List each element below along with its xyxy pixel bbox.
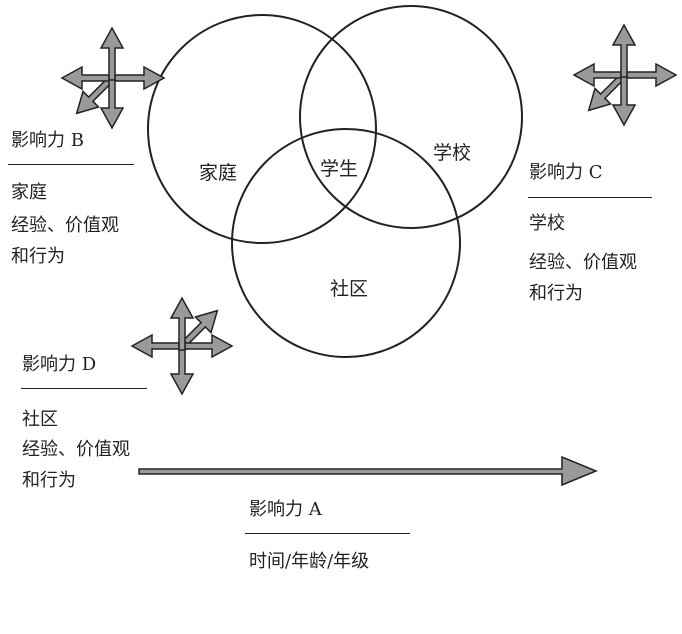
influence-c-rule bbox=[528, 197, 652, 198]
influence-a-rule bbox=[245, 533, 410, 534]
venn-label-family: 家庭 bbox=[199, 162, 238, 184]
influence-c-line-2: 经验、价值观 bbox=[529, 252, 637, 273]
influence-c-title: 影响力 C bbox=[529, 162, 603, 183]
influence-a-caption: 时间/年龄/年级 bbox=[249, 551, 370, 572]
influence-b-line-1: 家庭 bbox=[11, 182, 47, 203]
influence-d-title: 影响力 D bbox=[22, 354, 97, 375]
influence-d-rule bbox=[21, 388, 147, 389]
influence-d-arrows-icon bbox=[131, 297, 233, 395]
influence-c-line-3: 和行为 bbox=[529, 283, 583, 304]
influence-b-title: 影响力 B bbox=[11, 130, 84, 151]
influence-c-arrows-icon bbox=[573, 24, 677, 126]
school-circle bbox=[299, 5, 523, 229]
community-circle bbox=[231, 128, 461, 358]
influence-d-line-1: 社区 bbox=[22, 409, 58, 430]
venn-label-school: 学校 bbox=[433, 142, 472, 164]
venn-label-student: 学生 bbox=[320, 158, 359, 180]
family-circle bbox=[147, 14, 377, 244]
influence-a-long-arrow-icon bbox=[138, 455, 598, 487]
influence-d-line-2: 经验、价值观 bbox=[22, 439, 130, 460]
influence-a-title: 影响力 A bbox=[249, 499, 322, 520]
influence-b-line-3: 和行为 bbox=[11, 246, 65, 267]
venn-label-community: 社区 bbox=[330, 278, 369, 300]
influence-b-rule bbox=[8, 164, 134, 165]
influence-c-line-1: 学校 bbox=[529, 213, 565, 234]
influence-d-line-3: 和行为 bbox=[22, 470, 76, 491]
influence-b-line-2: 经验、价值观 bbox=[11, 215, 119, 236]
